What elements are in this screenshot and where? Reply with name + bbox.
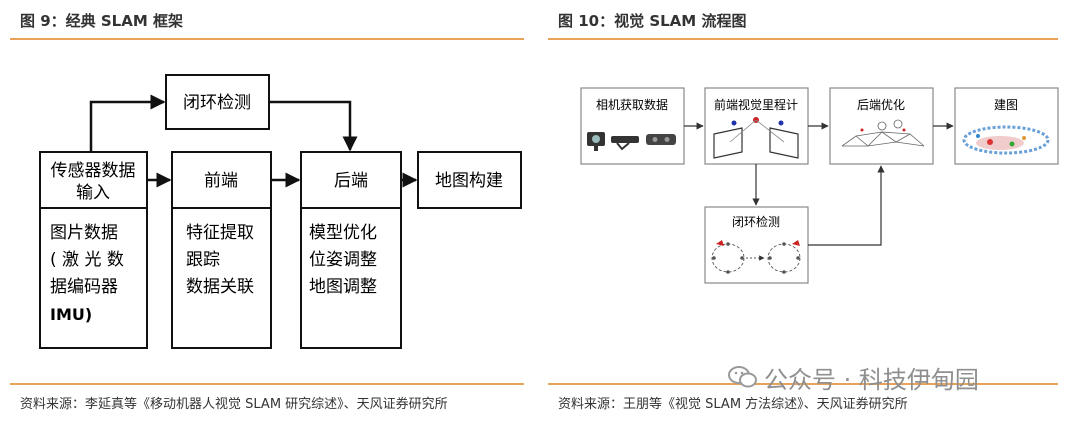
sensor-input-label-1: 传感器数据 [51,161,136,181]
left-source-text: 资料来源：李延真等《移动机器人视觉 SLAM 研究综述》、天风证券研究所 [20,397,448,412]
frontend-detail-3: 数据关联 [186,277,254,297]
closure-detection-box [165,74,270,130]
camera-data-label: 相机获取数据 [596,97,668,112]
map-building-box [954,87,1059,165]
right-figure-title: 图 10：视觉 SLAM 流程图 [558,12,747,30]
frontend-detail-2: 跟踪 [186,250,220,270]
camera-devices-icon [587,132,676,151]
sensor-detail-3: 据编码器 [50,277,118,297]
visual-odometry-label: 前端视觉里程计 [714,97,798,112]
left-source-rule [10,383,524,385]
visual-slam-flowchart: 相机获取数据 前端视觉里程计 后端优化 [580,87,1059,284]
arrow-closure-to-backend [269,100,358,152]
point-cloud-map-icon [962,125,1050,155]
backend-detail-3: 地图调整 [309,277,377,297]
closure-detection-label: 闭环检测 [183,93,251,113]
backend-detail-1: 模型优化 [309,223,377,243]
backend-label: 后端 [334,171,368,191]
sensor-detail-4: IMU) [50,305,92,324]
sensor-input-label-2: 输入 [76,183,110,203]
map-building-label: 建图 [994,98,1018,112]
right-source-rule [548,383,1058,385]
frontend-detail-1: 特征提取 [186,223,254,243]
frontend-detail-box [171,207,272,349]
wechat-icon [728,366,757,388]
pose-graph-icon [841,119,925,147]
right-title-rule [548,38,1058,40]
loop-closure-label: 闭环检测 [732,214,780,229]
right-source-text: 资料来源：王朋等《视觉 SLAM 方法综述》、天风证券研究所 [558,397,908,412]
watermark-text: 公众号 · 科技伊甸园 [764,366,979,394]
sensor-detail-1: 图片数据 [50,223,118,243]
camera-data-box [580,87,685,165]
mapping-label: 地图构建 [435,171,503,191]
arrow-sensor-to-closure [89,94,166,152]
stereo-views-icon [713,117,799,159]
left-title-rule [10,38,524,40]
frontend-label: 前端 [204,171,238,191]
backend-detail-2: 位姿调整 [309,250,377,270]
left-figure-title: 图 9：经典 SLAM 框架 [20,12,184,30]
sensor-detail-2: ( 激 光 数 [50,250,124,270]
sensor-detail-box [39,207,148,349]
backend-detail-box [300,207,402,349]
backend-optimization-label: 后端优化 [857,98,905,112]
mapping-box [417,151,522,209]
loop-closure-icon [711,240,801,274]
frontend-box [171,151,272,209]
arrow-loop-to-optimize [808,165,885,246]
